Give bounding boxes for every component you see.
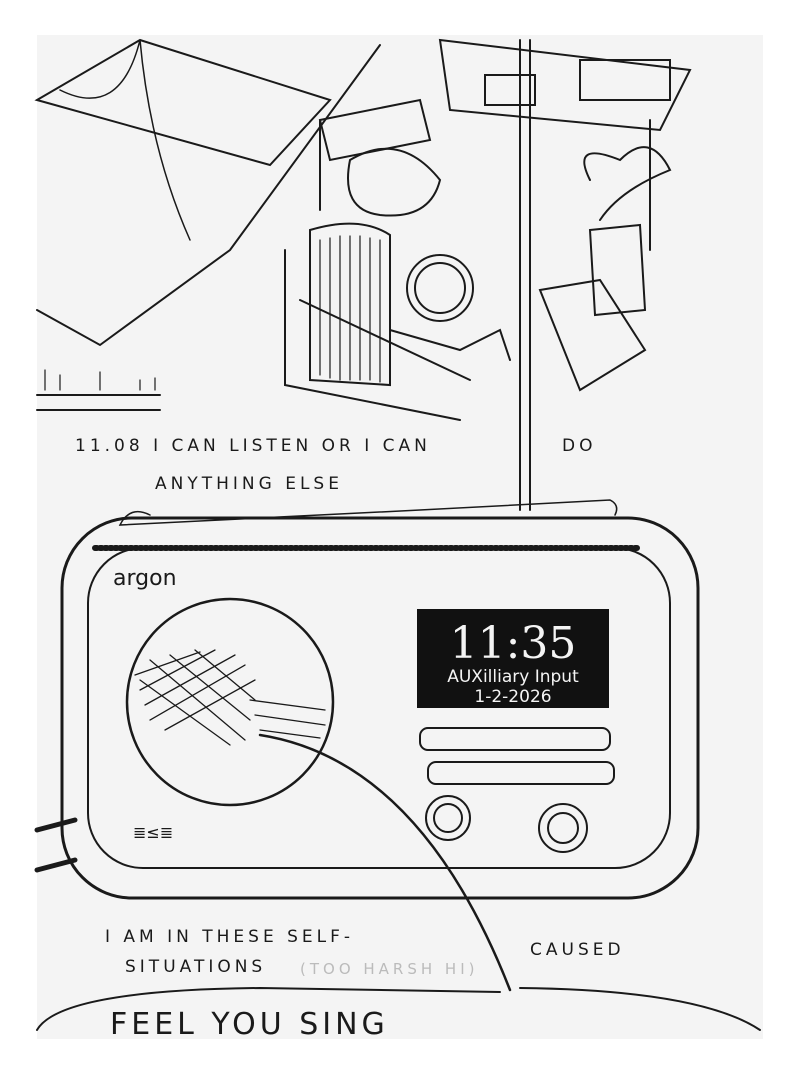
display-source: AUXilliary Input: [447, 667, 579, 687]
caption-top-line1: 11.08 I CAN LISTEN OR I CAN: [75, 436, 431, 456]
antenna-cable: [258, 733, 512, 992]
speaker-hatching: [134, 649, 326, 746]
volume-knob: [425, 795, 471, 841]
caption-bottom-line1: I AM IN THESE SELF-: [105, 927, 354, 947]
caption-top-line1-end: DO: [562, 436, 596, 456]
display-time: 11:35: [450, 618, 577, 669]
speaker-grille: [125, 597, 335, 807]
preset-button-row-1: [419, 727, 611, 751]
caption-top: 11.08 I CAN LISTEN OR I CAN DO ANYTHING …: [75, 436, 596, 494]
radio-brand-logo: argon: [113, 566, 177, 591]
room-scene: [34, 38, 692, 511]
caption-faint-note: (TOO HARSH HI): [300, 960, 478, 978]
preset-button-row-2: [427, 761, 615, 785]
caption-bottom: I AM IN THESE SELF- CAUSED SITUATIONS (T…: [105, 927, 625, 978]
caption-bottom-line2: SITUATIONS: [125, 957, 266, 977]
tuning-knob: [538, 803, 588, 853]
sketch-paper: [37, 35, 763, 1039]
caption-bottom-line1-end: CAUSED: [530, 940, 625, 960]
display-date: 1-2-2026: [474, 687, 551, 707]
display-panel: 11:35 AUXilliary Input 1-2-2026: [417, 609, 609, 708]
dab-logo: ≣≤≣: [133, 823, 173, 842]
radio: argon 11:35 AUXilliary Input 1-2-2026 ≣≤…: [34, 499, 700, 992]
page-margin: [0, 1039, 800, 1075]
caption-cut-off: FEEL YOU SING: [110, 1007, 389, 1042]
caption-top-line2: ANYTHING ELSE: [155, 474, 343, 494]
